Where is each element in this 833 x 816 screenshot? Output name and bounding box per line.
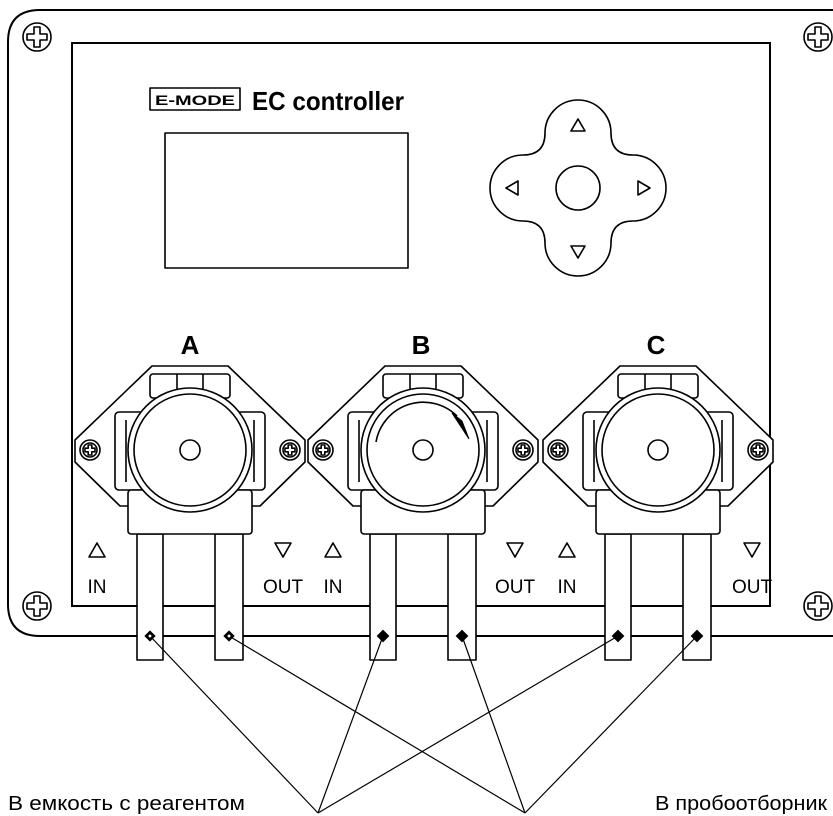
callout-sampler: В пробоотборник [655, 793, 827, 815]
inlet-arrow-icon [88, 542, 106, 558]
screw-bottom-right-icon [803, 591, 833, 621]
pump-b-outlet-label: OUT [495, 577, 536, 598]
pump-head-ring [366, 393, 480, 507]
outlet-arrow-icon [274, 542, 292, 558]
enclosure-outline [7, 9, 833, 637]
pump-a-label: A [181, 330, 200, 360]
left-arrow-icon [505, 180, 519, 196]
lcd-display [164, 132, 409, 269]
pump-a-inlet-label: IN [88, 577, 107, 598]
plate-screw-left-icon [79, 439, 101, 461]
inlet-arrow-icon [558, 542, 576, 558]
plate-screw-right-icon [512, 439, 534, 461]
plate-screw-left-icon [312, 439, 334, 461]
pump-a [74, 365, 306, 535]
port-markers: IN OUT IN OUT IN OUT [88, 542, 773, 598]
pump-b [307, 365, 539, 535]
pump-b-label: B [412, 330, 431, 360]
front-panel [71, 42, 771, 607]
outlet-arrow-icon [743, 542, 761, 558]
callout-reagent-tank: В емкость с реагентом [8, 793, 245, 815]
plate-screw-right-icon [747, 439, 769, 461]
screw-top-right-icon [803, 22, 833, 52]
pump-head-ring [601, 393, 715, 507]
leader-c-in [317, 635, 619, 814]
leader-a-in [149, 635, 319, 814]
plate-screw-left-icon [547, 439, 569, 461]
pump-rotor-hub [179, 439, 201, 461]
clockwise-arrow-icon [375, 401, 470, 443]
keypad-center-button [555, 165, 601, 211]
pump-c-label: C [647, 330, 666, 360]
outlet-arrow-icon [506, 542, 524, 558]
pump-c-outlet-label: OUT [732, 577, 773, 598]
pump-head-ring [133, 393, 247, 507]
down-arrow-icon [570, 245, 586, 259]
mode-badge: E-MODE [155, 92, 235, 108]
mode-badge-box [149, 87, 241, 111]
pump-rotor-hub [412, 439, 434, 461]
leader-c-out [524, 635, 698, 814]
inlet-arrow-icon [324, 542, 342, 558]
pump-c [542, 365, 774, 535]
controller-title: EC controller [252, 86, 404, 116]
keypad [489, 99, 667, 277]
right-arrow-icon [637, 180, 651, 196]
leader-b-in [317, 635, 384, 814]
leader-lines [149, 635, 698, 814]
pump-rotor-hub [647, 439, 669, 461]
screw-bottom-left-icon [22, 591, 52, 621]
pump-c-inlet-label: IN [558, 577, 577, 598]
leader-b-out [461, 635, 526, 814]
plate-screw-right-icon [279, 439, 301, 461]
screw-top-left-icon [22, 22, 52, 52]
up-arrow-icon [570, 118, 586, 132]
tubes [136, 533, 712, 661]
leader-a-out [228, 635, 526, 814]
pump-a-outlet-label: OUT [263, 577, 304, 598]
pump-b-inlet-label: IN [324, 577, 343, 598]
